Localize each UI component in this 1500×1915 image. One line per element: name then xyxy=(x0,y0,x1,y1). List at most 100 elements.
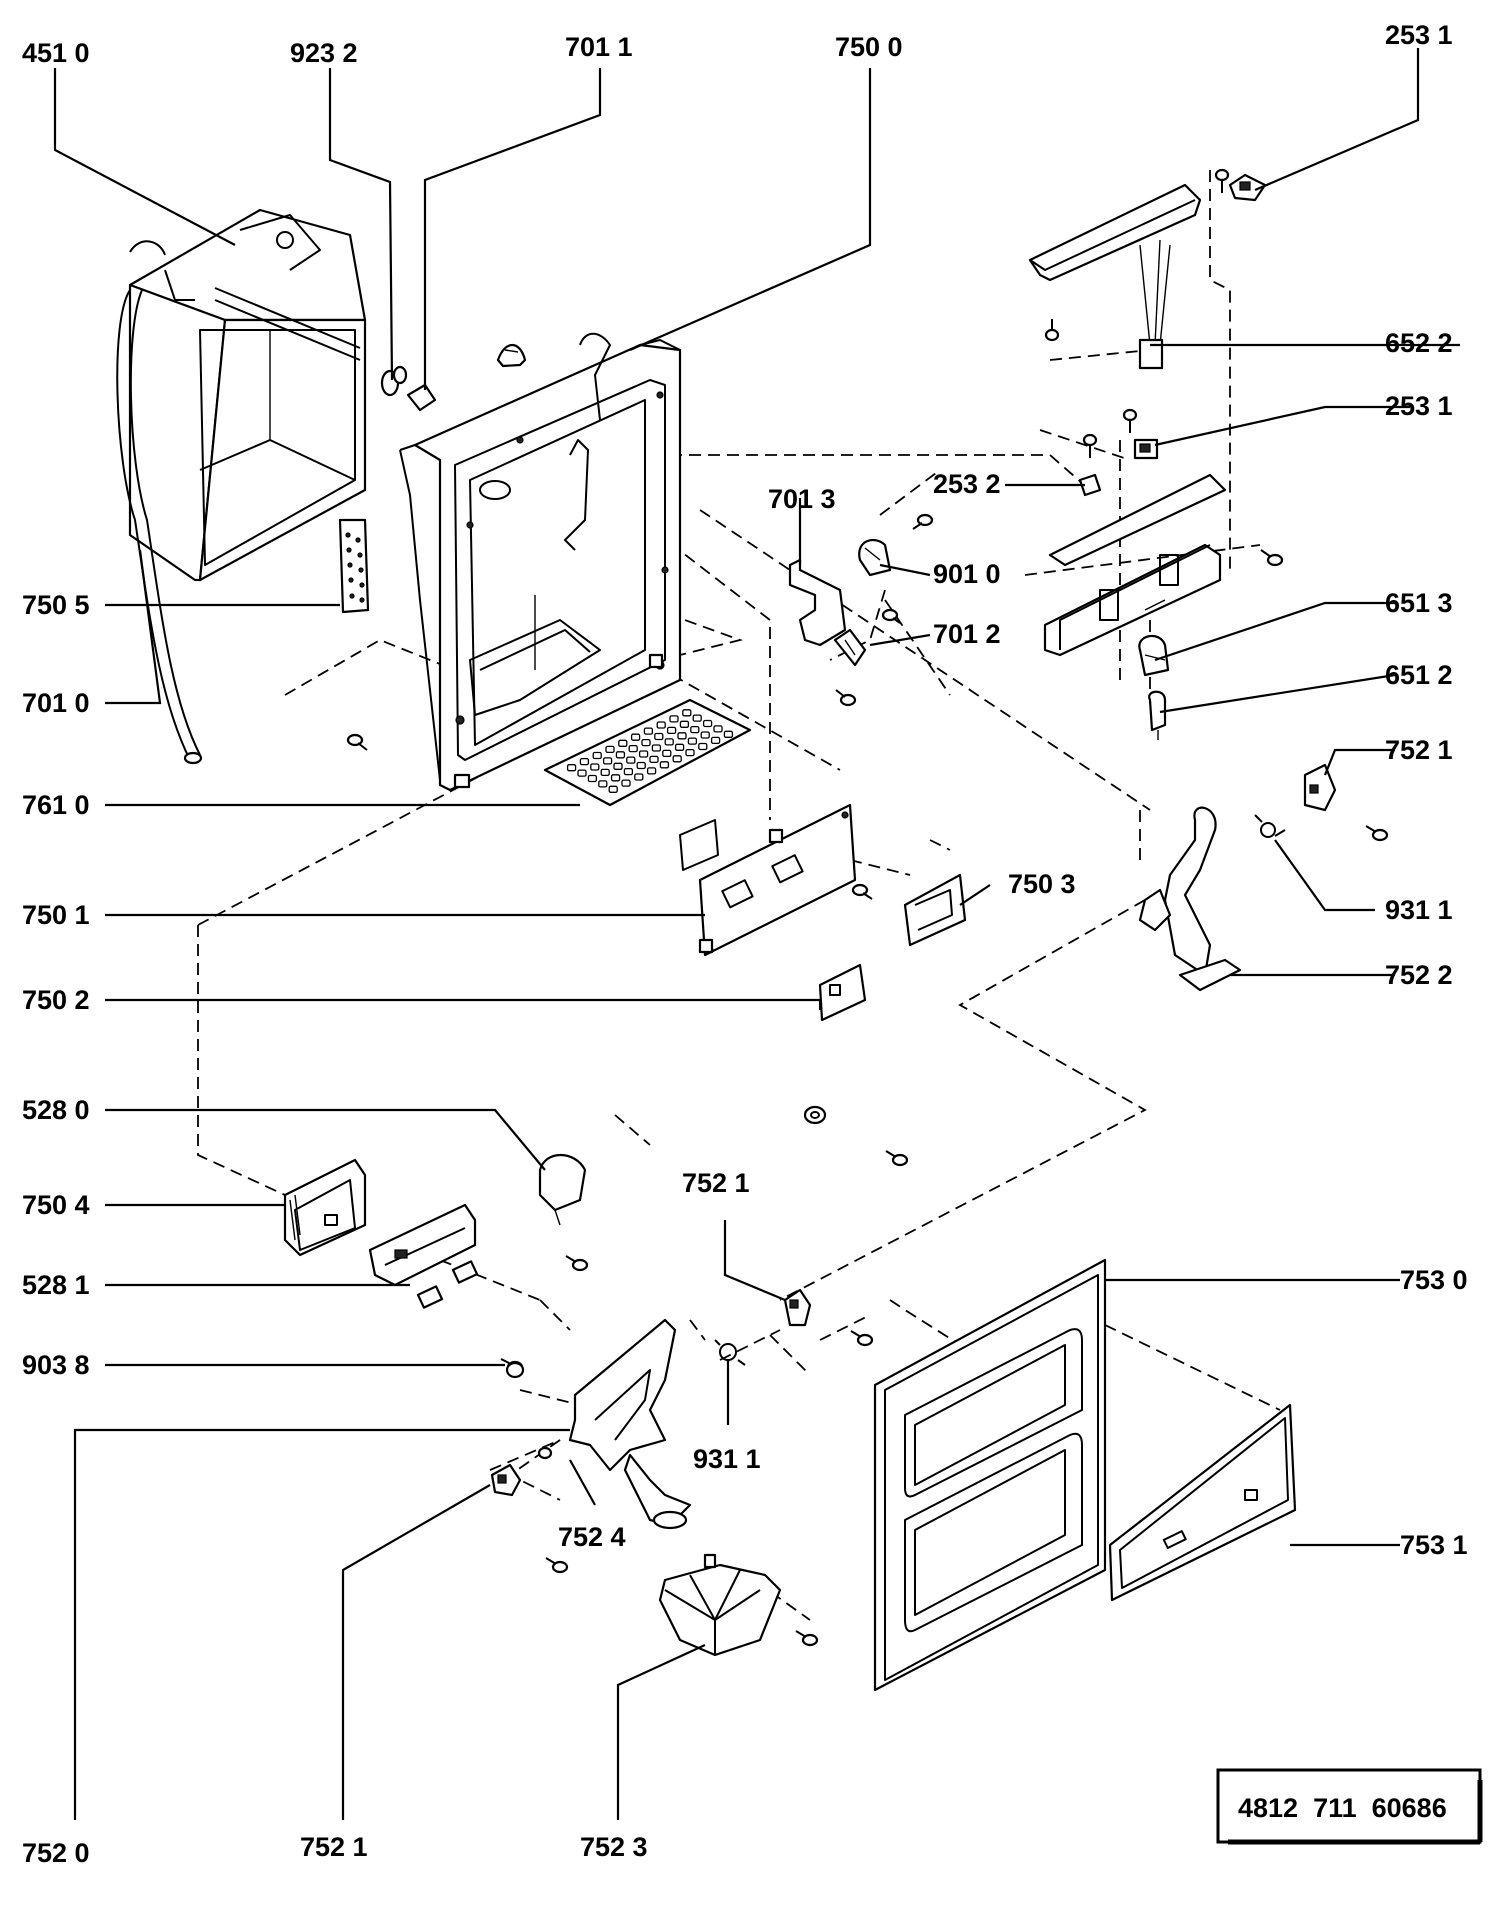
panel-7504-part xyxy=(283,1158,367,1257)
switch-bracket-part xyxy=(1043,473,1227,657)
washer-part xyxy=(803,1105,827,1125)
label-7520: 752 0 xyxy=(22,1838,90,1868)
screw-icon xyxy=(795,1630,819,1647)
screw-icon xyxy=(1044,319,1060,342)
grille-hole xyxy=(713,725,723,733)
bracket-7013-part xyxy=(788,520,847,647)
top-cover-part xyxy=(1028,183,1202,282)
plate-7503-part xyxy=(903,873,967,947)
grille-hole xyxy=(664,738,674,746)
label-7502: 750 2 xyxy=(22,985,90,1015)
grille-hole xyxy=(692,714,702,722)
screw-icon xyxy=(1365,825,1389,842)
trim-7531-part xyxy=(1108,1403,1297,1602)
grille-hole xyxy=(669,715,679,723)
grille-hole xyxy=(700,731,710,739)
label-9010: 901 0 xyxy=(933,559,1001,589)
grille-hole xyxy=(566,764,577,772)
label-7521-lower: 752 1 xyxy=(300,1832,368,1862)
grille-hole xyxy=(579,757,590,766)
label-7504: 750 4 xyxy=(22,1190,90,1220)
grille-hole xyxy=(577,769,587,777)
grille-holes xyxy=(566,709,734,793)
label-9038: 903 8 xyxy=(22,1350,90,1380)
grille-hole xyxy=(641,738,651,747)
grille-hole xyxy=(666,726,677,735)
document-code: 4812 711 60686 xyxy=(1238,1793,1447,1823)
screw-icon xyxy=(1122,408,1138,433)
wire-harness-part xyxy=(1138,239,1171,370)
clip-7521-upper-part xyxy=(1303,763,1337,812)
label-5280: 528 0 xyxy=(22,1095,90,1125)
label-7011: 701 1 xyxy=(565,32,633,62)
label-7012: 701 2 xyxy=(933,619,1001,649)
lamp-6512-part xyxy=(1148,690,1167,740)
screw-9038-part xyxy=(505,1361,525,1379)
cover-5280-part xyxy=(538,1154,587,1226)
plate-7501-part xyxy=(698,803,857,957)
grille-hole xyxy=(628,744,638,753)
screw-icon xyxy=(545,1557,569,1574)
label-7500: 750 0 xyxy=(835,32,903,62)
label-7523: 752 3 xyxy=(580,1832,648,1862)
screw-icon xyxy=(850,1330,874,1347)
grille-hole xyxy=(613,762,623,770)
fitting-7011-part xyxy=(406,383,437,412)
grille-hole xyxy=(662,749,672,758)
microswitch-2531-part xyxy=(1228,173,1267,202)
clip-7521-mid-part xyxy=(783,1288,812,1327)
label-7521-mid: 752 1 xyxy=(682,1168,750,1198)
grille-hole xyxy=(651,744,662,752)
label-2531-top: 253 1 xyxy=(1385,20,1453,50)
label-4510: 451 0 xyxy=(22,38,90,68)
grille-hole xyxy=(698,742,708,751)
fitting-9232-part xyxy=(380,365,408,397)
label-6512: 651 2 xyxy=(1385,660,1453,690)
label-7503: 750 3 xyxy=(1008,869,1076,899)
label-5281: 528 1 xyxy=(22,1270,90,1300)
grille-hole xyxy=(656,721,666,729)
grille-hole xyxy=(610,774,621,782)
label-6522: 652 2 xyxy=(1385,328,1453,358)
part-labels: 451 0 923 2 701 1 750 0 253 1 652 2 253 … xyxy=(22,20,1468,1868)
grille-hole xyxy=(685,748,695,757)
grille-hole xyxy=(690,725,700,734)
label-7530: 753 0 xyxy=(1400,1265,1468,1295)
grille-hole xyxy=(623,767,634,776)
grille-hole xyxy=(636,761,646,770)
label-9311-lower: 931 1 xyxy=(693,1444,761,1474)
grille-hole xyxy=(626,756,636,764)
label-9311-upper: 931 1 xyxy=(1385,895,1453,925)
spring-9311-lower-part xyxy=(714,1339,746,1366)
tray-7523-part xyxy=(658,1553,782,1657)
grille-hole xyxy=(646,767,657,775)
label-2532: 253 2 xyxy=(933,469,1001,499)
dispenser-housing-part xyxy=(399,332,682,792)
ice-container-part xyxy=(116,208,367,765)
screw-icon xyxy=(912,513,934,530)
grille-hole xyxy=(602,757,613,765)
lever-7522-part xyxy=(1138,806,1242,992)
grille-hole xyxy=(677,732,687,740)
front-panel-7530-part xyxy=(873,1258,1107,1692)
grille-hole xyxy=(723,730,734,738)
label-2531-mid: 253 1 xyxy=(1385,391,1453,421)
grille-hole xyxy=(615,751,626,759)
grille-hole xyxy=(605,745,615,754)
screw-icon xyxy=(885,1150,909,1167)
label-7524: 752 4 xyxy=(558,1522,626,1552)
grille-hole xyxy=(702,719,713,728)
grille-hole xyxy=(590,763,600,771)
label-7501: 750 1 xyxy=(22,900,90,930)
screws xyxy=(346,168,1389,1647)
assembly-dashed-lines xyxy=(197,170,1281,1621)
screw-icon xyxy=(1214,168,1230,193)
screw-icon xyxy=(881,608,901,624)
grille-hole xyxy=(659,761,670,769)
grille-hole xyxy=(710,736,721,745)
grille-hole xyxy=(598,780,608,788)
bracket-5281-part xyxy=(368,1203,479,1309)
plate-7502-part xyxy=(818,963,867,1022)
screw-icon xyxy=(565,1255,589,1272)
